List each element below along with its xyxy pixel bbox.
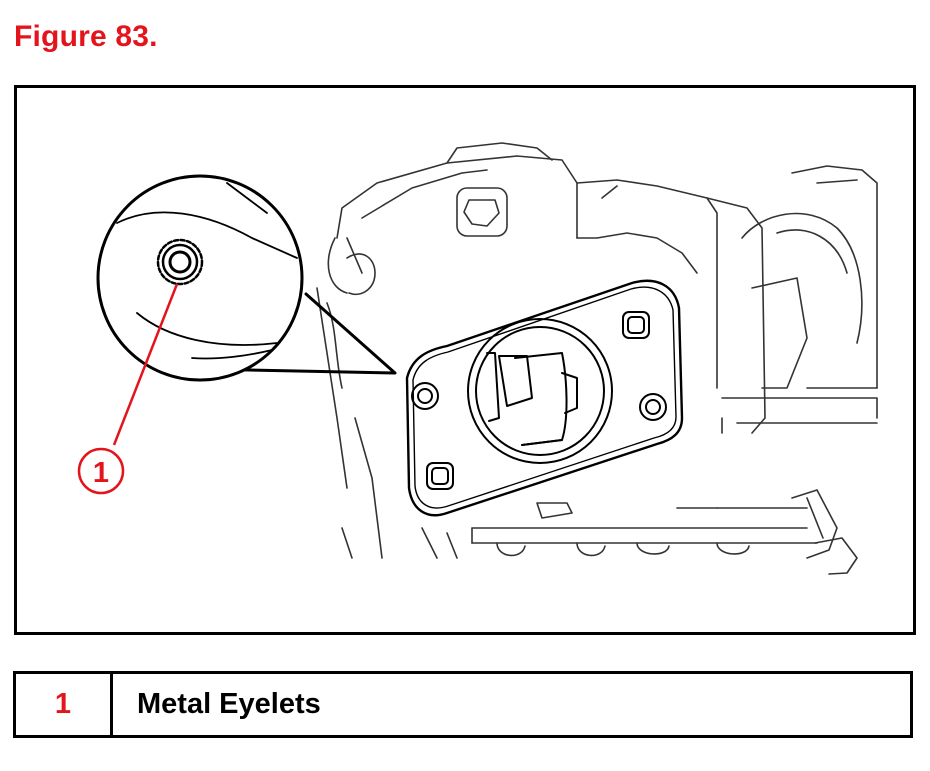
zoom-detail-callout	[96, 174, 397, 382]
metal-eyelet-right	[639, 393, 667, 421]
legend-item-description: Metal Eyelets	[137, 688, 321, 720]
callout-circle	[77, 447, 125, 495]
callout-1	[77, 283, 179, 495]
callout-number: 1	[93, 457, 109, 489]
round-port	[467, 318, 613, 464]
engine-background-outline	[316, 142, 878, 575]
callout-leader	[112, 283, 179, 446]
legend-table: 1 Metal Eyelets	[13, 671, 913, 738]
figure-frame: 1	[14, 85, 916, 635]
plate-bolt-holes	[426, 311, 650, 490]
legend-item-number: 1	[16, 674, 113, 735]
zoom-eyelet	[156, 238, 204, 286]
gasket-plate	[405, 279, 684, 517]
zoom-detail-drawing	[116, 182, 298, 360]
metal-eyelet-left	[411, 382, 439, 410]
engine-line-drawing: 1	[77, 142, 878, 575]
figure-title: Figure 83.	[14, 20, 158, 53]
